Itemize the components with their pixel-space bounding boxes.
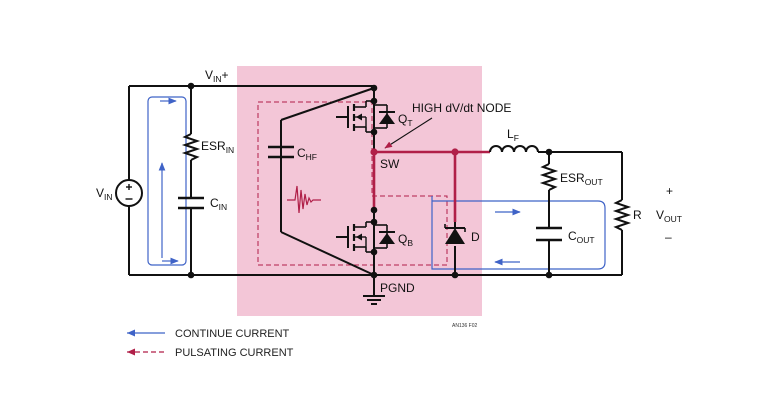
label-q-t: QT: [398, 112, 413, 128]
esr-out-resistor: [539, 163, 559, 191]
inductor-lf: [489, 145, 539, 153]
label-pgnd: PGND: [380, 281, 415, 295]
label-q-b: QB: [398, 232, 413, 248]
pgnd-ground-icon: [363, 295, 385, 305]
continue-current-input-loop: [147, 96, 187, 266]
esr-in-resistor: [181, 133, 201, 161]
diode-d-icon: [444, 222, 466, 244]
label-minus: –: [665, 230, 672, 244]
label-sw: SW: [380, 157, 400, 171]
high-dvdt-pointer: [384, 117, 433, 149]
c-out-capacitor: [536, 226, 562, 242]
legend: CONTINUE CURRENT PULSATING CURRENT: [127, 328, 294, 359]
c-in-capacitor: [178, 196, 204, 210]
ringing-waveform-icon: [287, 185, 321, 214]
switch-node: [372, 150, 490, 222]
q-b-mosfet-icon: [336, 221, 395, 253]
label-vin-plus: VIN+: [205, 68, 229, 84]
vin-source: [115, 179, 143, 207]
q-t-mosfet-icon: [336, 100, 395, 133]
c-hf-capacitor: [268, 145, 294, 159]
label-vin: VIN: [96, 186, 113, 202]
label-plus: +: [666, 184, 673, 198]
continue-current-output-loop: [431, 196, 606, 270]
legend-pulsating-current: PULSATING CURRENT: [175, 347, 294, 359]
label-esr-out: ESROUT: [560, 171, 603, 187]
label-d: D: [471, 230, 480, 244]
label-high-dvdt: HIGH dV/dt NODE: [412, 101, 511, 115]
label-vout: VOUT: [656, 208, 682, 224]
label-esr-in: ESRIN: [201, 139, 234, 155]
label-c-hf: CHF: [297, 146, 317, 162]
load-resistor-r: [612, 199, 632, 231]
legend-continue-current: CONTINUE CURRENT: [175, 328, 290, 340]
label-c-in: CIN: [210, 196, 227, 212]
label-c-out: COUT: [568, 229, 595, 245]
label-lf: LF: [507, 127, 519, 143]
label-r: R: [633, 208, 642, 222]
figure-id: AN136 F02: [452, 323, 478, 329]
